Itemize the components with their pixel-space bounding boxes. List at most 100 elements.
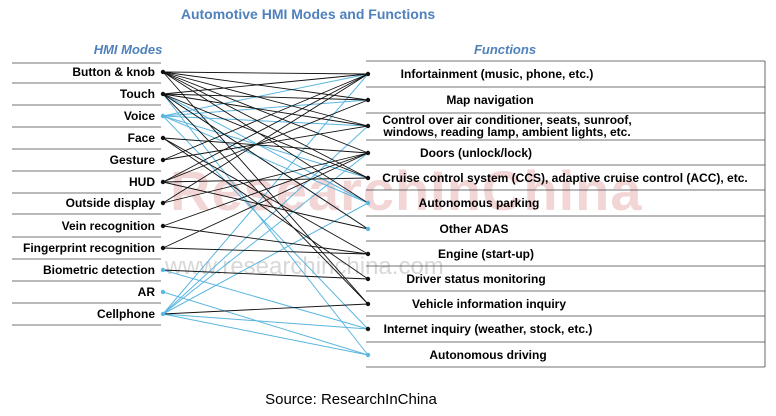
- connection-line-black: [162, 71, 369, 204]
- mode-dot: [160, 69, 166, 75]
- connection-line-black: [162, 93, 369, 230]
- connection-dots: [160, 69, 371, 358]
- connection-line-black: [162, 247, 369, 255]
- source-note: Source: ResearchInChina: [265, 391, 437, 408]
- mode-label: Voice: [124, 109, 155, 123]
- mode-dot: [160, 179, 166, 185]
- mode-label: Touch: [120, 87, 155, 101]
- mode-dot: [160, 311, 166, 317]
- watermark-text: ResearchInChina: [170, 159, 643, 222]
- connection-line-black: [162, 303, 369, 315]
- connection-line-blue: [162, 73, 369, 117]
- connection-line-blue: [162, 115, 369, 204]
- connection-line-black: [162, 93, 369, 305]
- diagram-title: Automotive HMI Modes and Functions: [181, 6, 436, 22]
- function-dot: [365, 352, 371, 358]
- connection-line-blue: [162, 99, 369, 117]
- connection-line-blue: [162, 269, 369, 330]
- function-dot: [365, 226, 371, 232]
- mode-label: Gesture: [110, 153, 156, 167]
- function-dot: [365, 301, 371, 307]
- function-label: Internet inquiry (weather, stock, etc.): [384, 322, 593, 336]
- mode-label: Fingerprint recognition: [23, 241, 155, 255]
- connection-line-black: [162, 137, 369, 255]
- function-labels: Infortainment (music, phone, etc.) Map na…: [382, 67, 747, 362]
- connection-line-black: [162, 71, 369, 127]
- function-label: windows, reading lamp, ambient lights, e…: [382, 125, 630, 139]
- function-label: Doors (unlock/lock): [420, 146, 532, 160]
- connection-line-blue: [162, 152, 369, 315]
- function-label: Other ADAS: [440, 222, 509, 236]
- function-label: Driver status monitoring: [406, 272, 545, 286]
- function-dot: [365, 326, 371, 332]
- connection-line-black: [162, 225, 369, 255]
- connection-line-black: [162, 152, 369, 249]
- mode-dot: [160, 91, 166, 97]
- function-dot: [365, 123, 371, 129]
- function-label: Vehicle information inquiry: [412, 297, 566, 311]
- connection-line-black: [162, 71, 369, 101]
- mode-label: HUD: [129, 175, 155, 189]
- connection-line-black: [162, 71, 369, 179]
- connection-line-blue: [162, 93, 369, 356]
- connection-line-black: [162, 125, 369, 161]
- function-dot: [365, 175, 371, 181]
- connection-line-blue: [162, 115, 369, 179]
- connection-line-black: [162, 93, 369, 179]
- function-dot: [365, 276, 371, 282]
- mode-label: Biometric detection: [43, 263, 155, 277]
- function-label: Control over air conditioner, seats, sun…: [382, 113, 631, 127]
- connection-line-blue: [162, 313, 369, 330]
- connection-line-black: [162, 73, 369, 204]
- modes-table: [12, 62, 161, 326]
- mode-dot: [160, 113, 166, 119]
- function-dot: [365, 251, 371, 257]
- function-label: Autonomous parking: [419, 196, 540, 210]
- connection-lines: [162, 71, 369, 356]
- connection-line-black: [162, 71, 369, 154]
- connection-line-black: [162, 152, 369, 204]
- left-column-header: HMI Modes: [94, 42, 163, 57]
- mode-label: Button & knob: [72, 65, 155, 79]
- connection-line-blue: [162, 115, 369, 127]
- connection-line-black: [162, 269, 369, 280]
- connection-line-blue: [162, 125, 369, 315]
- connection-line-black: [162, 181, 369, 230]
- mode-dot: [160, 135, 166, 141]
- connection-line-black: [162, 71, 369, 75]
- function-label: Infortainment (music, phone, etc.): [401, 67, 594, 81]
- function-dot: [365, 150, 371, 156]
- connection-line-black: [162, 137, 369, 154]
- mode-dot: [160, 200, 166, 206]
- mode-label: Face: [128, 131, 156, 145]
- functions-table: [366, 60, 766, 368]
- function-dot: [365, 200, 371, 206]
- mode-dot: [160, 223, 166, 229]
- right-column-header: Functions: [474, 42, 536, 57]
- connection-line-blue: [162, 93, 369, 204]
- connection-line-black: [162, 99, 369, 183]
- mode-label: Vein recognition: [62, 219, 155, 233]
- mode-dot: [160, 289, 166, 295]
- function-dot: [365, 71, 371, 77]
- mode-label: AR: [138, 285, 156, 299]
- connection-line-black: [162, 152, 369, 227]
- function-label: Map navigation: [446, 93, 533, 107]
- connection-line-black: [162, 93, 369, 101]
- connection-line-black: [162, 137, 369, 280]
- connection-line-black: [162, 73, 369, 183]
- connection-line-blue: [162, 313, 369, 356]
- mode-dot: [160, 245, 166, 251]
- connection-line-black: [162, 71, 369, 305]
- mode-label: Cellphone: [97, 307, 155, 321]
- connection-line-black: [162, 73, 369, 161]
- connection-line-black: [162, 73, 369, 95]
- function-label: Cruise control system (CCS), adaptive cr…: [382, 171, 747, 185]
- mode-dot: [160, 157, 166, 163]
- mode-dot: [160, 267, 166, 273]
- watermark: ResearchInChina www.researchinchina.com: [164, 159, 643, 280]
- mode-label: Outside display: [66, 196, 156, 210]
- connection-line-blue: [162, 115, 369, 330]
